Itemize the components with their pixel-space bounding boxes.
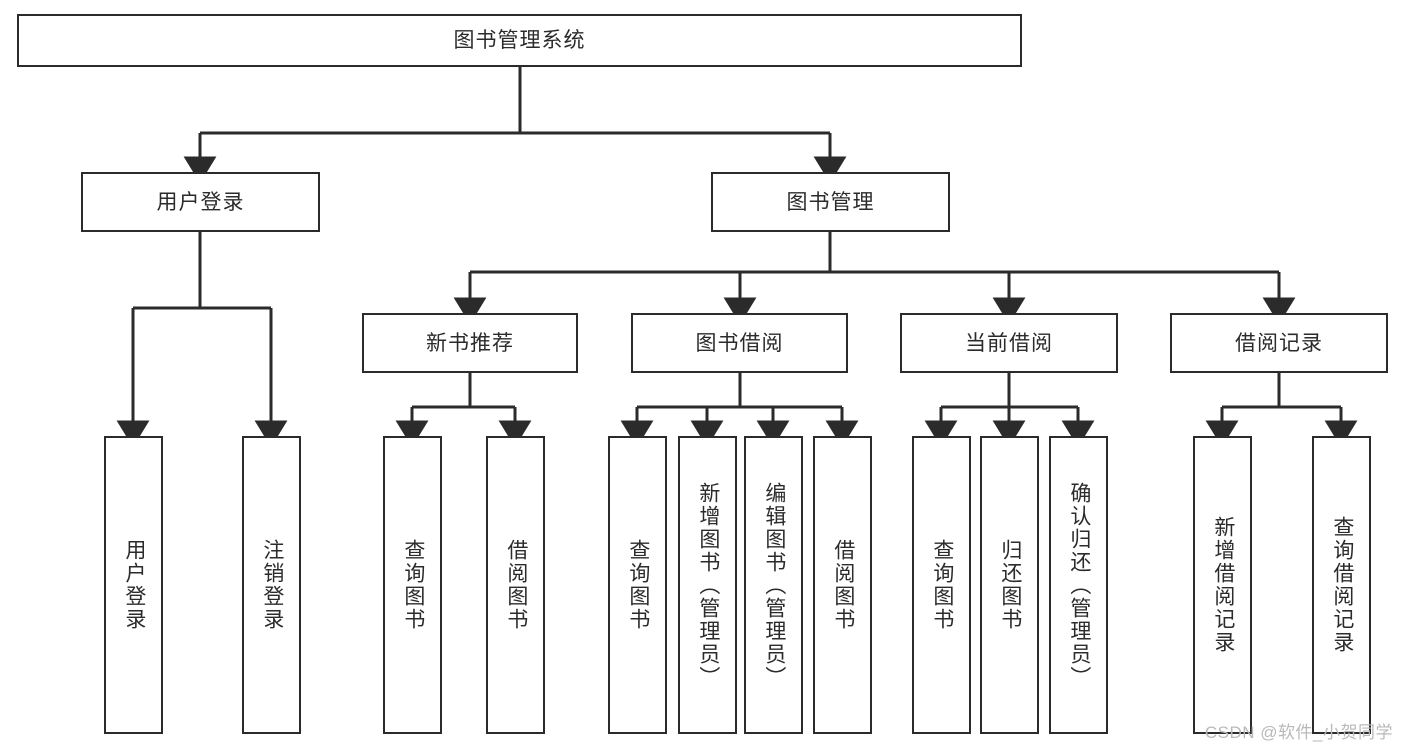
node-label: 借阅记录	[1235, 331, 1323, 355]
node-leaf-edit-book[interactable]: 编辑图书（管理员）	[744, 436, 803, 734]
node-label: 确认归还（管理员）	[1067, 481, 1091, 689]
node-leaf-query-book-3[interactable]: 查询图书	[912, 436, 971, 734]
csdn-watermark: CSDN @软件_小贺同学	[1204, 723, 1393, 742]
node-leaf-query-book-1[interactable]: 查询图书	[383, 436, 442, 734]
node-leaf-user-logout[interactable]: 注销登录	[242, 436, 301, 734]
node-label: 查询图书	[930, 539, 954, 631]
node-label: 当前借阅	[965, 331, 1053, 355]
node-leaf-query-record[interactable]: 查询借阅记录	[1312, 436, 1371, 734]
node-leaf-add-book[interactable]: 新增图书（管理员）	[678, 436, 737, 734]
node-label: 注销登录	[260, 539, 284, 631]
node-label: 查询图书	[626, 539, 650, 631]
node-label: 图书管理	[786, 190, 875, 214]
node-label: 新增图书（管理员）	[696, 481, 720, 689]
node-label: 编辑图书（管理员）	[762, 481, 786, 689]
node-leaf-return-book[interactable]: 归还图书	[980, 436, 1039, 734]
node-book-borrow[interactable]: 图书借阅	[631, 313, 848, 373]
node-label: 新增借阅记录	[1211, 516, 1235, 654]
node-label: 图书管理系统	[453, 29, 586, 52]
node-label: 借阅图书	[831, 539, 855, 631]
node-label: 用户登录	[156, 190, 245, 214]
node-leaf-user-login[interactable]: 用户登录	[104, 436, 163, 734]
node-label: 新书推荐	[426, 331, 514, 355]
node-leaf-add-record[interactable]: 新增借阅记录	[1193, 436, 1252, 734]
node-current-borrow[interactable]: 当前借阅	[900, 313, 1118, 373]
node-leaf-borrow-book-1[interactable]: 借阅图书	[486, 436, 545, 734]
node-borrow-record[interactable]: 借阅记录	[1170, 313, 1388, 373]
node-leaf-query-book-2[interactable]: 查询图书	[608, 436, 667, 734]
node-label: 查询借阅记录	[1330, 516, 1354, 654]
node-new-book-recommend[interactable]: 新书推荐	[362, 313, 578, 373]
node-label: 归还图书	[998, 539, 1022, 631]
node-user-login[interactable]: 用户登录	[81, 172, 320, 232]
node-leaf-borrow-book-2[interactable]: 借阅图书	[813, 436, 872, 734]
node-label: 查询图书	[401, 539, 425, 631]
node-label: 图书借阅	[695, 331, 784, 355]
node-leaf-confirm-return[interactable]: 确认归还（管理员）	[1049, 436, 1108, 734]
node-book-management[interactable]: 图书管理	[711, 172, 950, 232]
node-label: 借阅图书	[504, 539, 528, 631]
node-label: 用户登录	[122, 539, 146, 631]
node-root-system[interactable]: 图书管理系统	[17, 14, 1022, 67]
